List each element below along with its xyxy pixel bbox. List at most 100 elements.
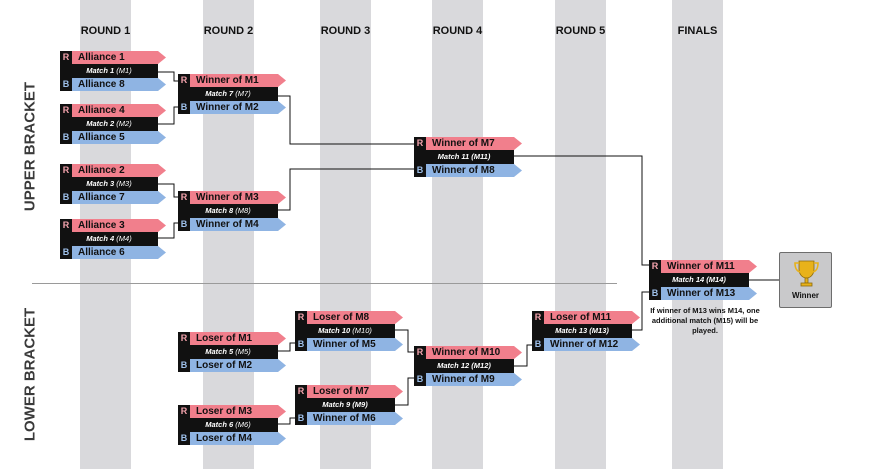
match-7: R Winner of M1 Match 7 (M7) B Winner of … [178,74,284,114]
red-side-marker: R [60,219,72,232]
red-side-marker: R [60,51,72,64]
match-label: Match 4 (M4) [60,232,158,246]
blue-side-marker: B [178,101,190,114]
red-side-marker: R [414,137,426,150]
blue-slot[interactable]: B Winner of M13 [649,287,757,300]
match-1: R Alliance 1 Match 1 (M1) B Alliance 8 [60,51,166,91]
blue-slot[interactable]: B Loser of M2 [178,359,286,372]
match-name: Match 14 [672,275,705,284]
red-slot[interactable]: R Alliance 3 [60,219,166,232]
blue-team-label: Winner of M6 [307,412,403,425]
blue-team-label: Loser of M4 [190,432,286,445]
red-team-label: Loser of M1 [190,332,286,345]
red-slot[interactable]: R Loser of M11 [532,311,640,324]
blue-team-label: Loser of M2 [190,359,286,372]
blue-slot[interactable]: B Winner of M9 [414,373,522,386]
match-label: Match 7 (M7) [178,87,278,101]
blue-side-marker: B [532,338,544,351]
match-code: (M8) [235,206,251,215]
red-side-marker: R [295,311,307,324]
red-team-label: Alliance 1 [72,51,166,64]
blue-slot[interactable]: B Loser of M4 [178,432,286,445]
blue-slot[interactable]: B Alliance 6 [60,246,166,259]
round-column-band [672,0,723,469]
red-slot[interactable]: R Winner of M11 [649,260,757,273]
red-side-marker: R [295,385,307,398]
red-slot[interactable]: R Loser of M3 [178,405,286,418]
blue-slot[interactable]: B Winner of M6 [295,412,403,425]
match-14: R Winner of M11 Match 14 (M14) B Winner … [649,260,755,300]
blue-slot[interactable]: B Winner of M5 [295,338,403,351]
round-column-band [555,0,606,469]
extra-match-note: If winner of M13 wins M14, one additiona… [650,306,760,335]
match-name: Match 10 [318,326,351,335]
red-team-label: Winner of M1 [190,74,286,87]
red-slot[interactable]: R Loser of M1 [178,332,286,345]
match-label: Match 6 (M6) [178,418,278,432]
blue-slot[interactable]: B Winner of M2 [178,101,286,114]
match-5: R Loser of M1 Match 5 (M5) B Loser of M2 [178,332,284,372]
round-header: FINALS [677,25,718,37]
red-slot[interactable]: R Winner of M10 [414,346,522,359]
red-slot[interactable]: R Alliance 4 [60,104,166,117]
match-label: Match 9 (M9) [295,398,395,412]
blue-side-marker: B [178,218,190,231]
blue-slot[interactable]: B Alliance 5 [60,131,166,144]
blue-team-label: Winner of M2 [190,101,286,114]
round-header: ROUND 4 [432,25,483,37]
match-10: R Loser of M8 Match 10 (M10) B Winner of… [295,311,401,351]
match-name: Match 5 [205,347,234,356]
blue-team-label: Winner of M5 [307,338,403,351]
round-header: ROUND 2 [203,25,254,37]
red-slot[interactable]: R Alliance 2 [60,164,166,177]
blue-slot[interactable]: B Winner of M8 [414,164,522,177]
round-header: ROUND 1 [80,25,131,37]
match-code: (M11) [471,152,491,161]
red-side-marker: R [532,311,544,324]
match-code: (M6) [235,420,251,429]
match-6: R Loser of M3 Match 6 (M6) B Loser of M4 [178,405,284,445]
match-name: Match 13 [555,326,588,335]
blue-side-marker: B [178,432,190,445]
red-slot[interactable]: R Alliance 1 [60,51,166,64]
blue-team-label: Alliance 5 [72,131,166,144]
match-label: Match 10 (M10) [295,324,395,338]
match-label: Match 12 (M12) [414,359,514,373]
blue-side-marker: B [60,78,72,91]
red-slot[interactable]: R Winner of M1 [178,74,286,87]
bracket-divider [32,283,617,284]
red-slot[interactable]: R Loser of M7 [295,385,403,398]
blue-side-marker: B [60,191,72,204]
blue-team-label: Winner of M4 [190,218,286,231]
blue-side-marker: B [295,412,307,425]
blue-side-marker: B [414,164,426,177]
red-side-marker: R [414,346,426,359]
red-slot[interactable]: R Winner of M7 [414,137,522,150]
blue-side-marker: B [649,287,661,300]
red-slot[interactable]: R Loser of M8 [295,311,403,324]
match-12: R Winner of M10 Match 12 (M12) B Winner … [414,346,520,386]
match-code: (M13) [589,326,609,335]
red-team-label: Alliance 3 [72,219,166,232]
blue-team-label: Alliance 6 [72,246,166,259]
match-code: (M9) [352,400,368,409]
match-name: Match 7 [205,89,234,98]
blue-slot[interactable]: B Winner of M12 [532,338,640,351]
match-code: (M5) [235,347,251,356]
match-label: Match 5 (M5) [178,345,278,359]
match-name: Match 2 [86,119,115,128]
blue-team-label: Winner of M13 [661,287,757,300]
blue-slot[interactable]: B Winner of M4 [178,218,286,231]
blue-slot[interactable]: B Alliance 8 [60,78,166,91]
match-code: (M3) [116,179,132,188]
red-slot[interactable]: R Winner of M3 [178,191,286,204]
match-name: Match 11 [437,152,470,161]
red-side-marker: R [178,332,190,345]
match-3: R Alliance 2 Match 3 (M3) B Alliance 7 [60,164,166,204]
match-label: Match 3 (M3) [60,177,158,191]
match-name: Match 6 [205,420,234,429]
match-label: Match 14 (M14) [649,273,749,287]
blue-slot[interactable]: B Alliance 7 [60,191,166,204]
match-name: Match 1 [86,66,115,75]
winner-label: Winner [791,291,820,300]
